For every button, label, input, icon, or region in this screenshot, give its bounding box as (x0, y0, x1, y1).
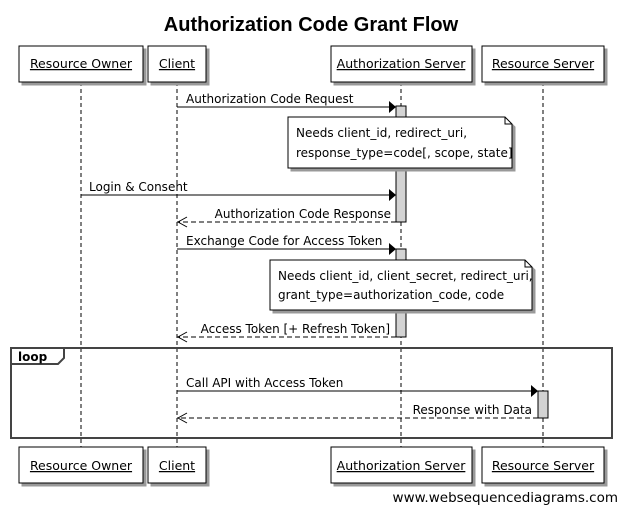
actor-label: Authorization Server (337, 458, 467, 473)
message-authorization-code-request: Authorization Code Request (177, 92, 396, 113)
message-label: Authorization Code Response (215, 207, 391, 221)
actor-label: Resource Server (492, 56, 595, 71)
actor-resource-owner-bottom: Resource Owner (18, 446, 144, 484)
message-exchange-code: Exchange Code for Access Token (177, 234, 396, 255)
footer-watermark: www.websequencediagrams.com (393, 490, 618, 505)
message-label: Exchange Code for Access Token (186, 234, 382, 248)
actor-resource-server-top: Resource Server (481, 45, 605, 83)
actor-client-top: Client (147, 45, 207, 83)
message-call-api: Call API with Access Token (177, 376, 538, 397)
loop-label: loop (18, 350, 48, 364)
actor-authorization-server-bottom: Authorization Server (330, 446, 473, 484)
diagram-title: Authorization Code Grant Flow (164, 14, 459, 36)
note-2: Needs client_id, client_secret, redirect… (269, 259, 533, 311)
message-label: Call API with Access Token (186, 376, 343, 390)
actor-label: Client (159, 56, 195, 71)
note-line: response_type=code[, scope, state] (296, 146, 513, 160)
message-label: Login & Consent (89, 180, 188, 194)
actor-label: Resource Owner (30, 56, 133, 71)
message-label: Access Token [+ Refresh Token] (201, 322, 390, 336)
note-line: Needs client_id, client_secret, redirect… (278, 269, 533, 283)
actor-label: Resource Owner (30, 458, 133, 473)
loop-frame: loop (10, 347, 613, 439)
message-response-with-data: Response with Data (176, 403, 538, 424)
actor-label: Resource Server (492, 458, 595, 473)
actor-resource-server-bottom: Resource Server (481, 446, 605, 484)
note-line: Needs client_id, redirect_uri, (296, 126, 467, 140)
activation-bar (537, 390, 549, 419)
actor-authorization-server-top: Authorization Server (330, 45, 473, 83)
actor-client-bottom: Client (147, 446, 207, 484)
actors-bottom: Resource Owner Client Authorization Serv… (18, 446, 605, 484)
message-access-token: Access Token [+ Refresh Token] (176, 322, 396, 343)
actor-label: Client (159, 458, 195, 473)
message-label: Response with Data (413, 403, 532, 417)
message-authorization-code-response: Authorization Code Response (176, 207, 396, 228)
note-line: grant_type=authorization_code, code (278, 288, 504, 302)
note-1: Needs client_id, redirect_uri, response_… (287, 116, 513, 169)
message-label: Authorization Code Request (186, 92, 354, 106)
messages: Authorization Code Request Login & Conse… (81, 92, 538, 424)
message-login-consent: Login & Consent (81, 180, 396, 201)
actor-resource-owner-top: Resource Owner (18, 45, 144, 83)
actors-top: Resource Owner Client Authorization Serv… (18, 45, 605, 83)
actor-label: Authorization Server (337, 56, 467, 71)
